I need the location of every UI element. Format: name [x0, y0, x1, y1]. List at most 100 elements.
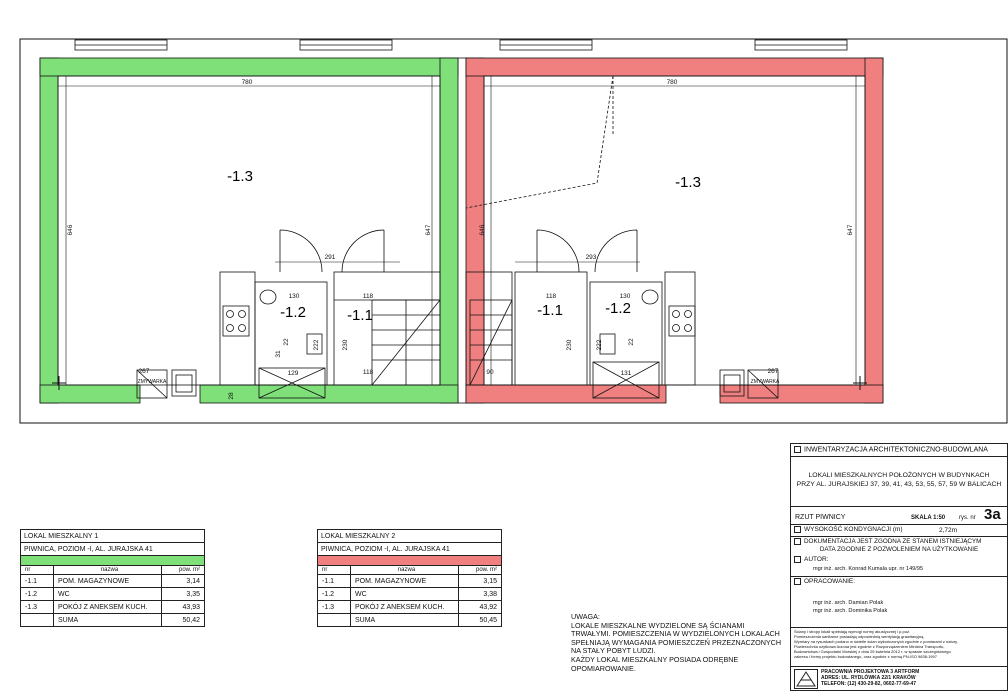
room-label: -1.2 [605, 300, 631, 317]
scale: SKALA 1:50 [911, 515, 946, 521]
sum-row: SUMA 50,42 [21, 613, 204, 626]
dimension-label: 222 [596, 339, 603, 350]
appliance-label: ZMYWARKA [751, 379, 780, 385]
col-area: pow. m² [475, 567, 497, 573]
note-line: OPOMIAROWANIE. [571, 663, 636, 673]
table-row: -1.2 WC 3,35 [21, 587, 204, 600]
sheet-name: RZUT PIWNICY [795, 514, 846, 521]
dimension-label: 22 [628, 338, 635, 346]
prep-label: OPRACOWANIE: [794, 578, 855, 585]
drawing-frame [19, 38, 1008, 424]
unit1-color-band [21, 555, 204, 565]
dimension-label: 646 [479, 224, 486, 235]
note-line: SPEŁNIAJĄ WYMAGANIA POMIESZCZEŃ PRZEZNAC… [571, 637, 782, 647]
prep-2: mgr inż. arch. Dominika Polak [813, 608, 888, 614]
dimension-label: 131 [621, 370, 632, 377]
dimension-label: 780 [242, 79, 253, 86]
table-row: -1.2 WC 3,38 [318, 587, 501, 600]
office-info: PRACOWNIA PROJEKTOWA 3 ARTFORM ADRES: UL… [821, 669, 919, 687]
dimension-label: 230 [566, 339, 573, 350]
office-line: ADRES: UL. RYDLÓWKA 22/1 KRAKÓW [821, 675, 916, 681]
sum-row: SUMA 50,45 [318, 613, 501, 626]
right-unit-core [465, 229, 779, 399]
left-unit-core [136, 229, 441, 399]
note-line: LOKALE MIESZKALNE WYDZIELONE SĄ ŚCIANAMI [571, 620, 745, 630]
checkbox-icon [794, 526, 801, 533]
row-name: POKÓJ Z ANEKSEM KUCH. [54, 601, 162, 613]
row-area: 3,15 [483, 577, 497, 585]
note-line: NA STAŁY POBYT LUDZI. [571, 646, 656, 656]
title-block: INWENTARYZACJA ARCHITEKTONICZNO-BUDOWLAN… [790, 443, 1008, 691]
row-nr [318, 614, 351, 626]
doc-line-1: DOKUMENTACJA JEST ZGODNA ZE STANEM ISTNI… [794, 538, 981, 545]
table-row: -1.1 POM. MAGAZYNOWE 3,14 [21, 574, 204, 587]
unit-title: LOKAL MIESZKALNY 2 [321, 532, 396, 540]
room-label: -1.1 [537, 302, 563, 319]
drawing-number: 3a [984, 506, 1001, 523]
unit1-table: LOKAL MIESZKALNY 1 PIWNICA, POZIOM -I, A… [20, 529, 205, 627]
col-nr: nr [21, 566, 54, 574]
row-name: WC [351, 588, 459, 600]
office-line: PRACOWNIA PROJEKTOWA 3 ARTFORM [821, 669, 920, 675]
dimension-label: 118 [363, 293, 374, 300]
sum-value: 50,42 [182, 616, 200, 624]
small-note-line: Pomieszczenia sanitarne posiadają odpowi… [794, 634, 925, 639]
dimension-label: 130 [289, 293, 300, 300]
dimension-label: 118 [546, 293, 557, 300]
row-nr: -1.3 [318, 601, 351, 613]
doc-line-2: DATA ZGODNIE Z POZWOLENIEM NA UŻYTKOWANI… [819, 546, 979, 553]
dimension-label: 291 [325, 254, 336, 261]
author-label: AUTOR: [794, 556, 828, 563]
col-nr: nr [318, 566, 351, 574]
dimension-label: 118 [363, 369, 374, 376]
table-row: -1.1 POM. MAGAZYNOWE 3,15 [318, 574, 501, 587]
appliance-label: ZMYWARKA [138, 379, 167, 385]
dimension-label: 647 [425, 224, 432, 235]
dimension-label: 646 [67, 224, 74, 235]
dimension-label: 222 [313, 339, 320, 350]
vent-cross-icon [52, 376, 867, 390]
prep-1: mgr inż. arch. Damian Polak [813, 600, 884, 606]
row-nr: -1.3 [21, 601, 54, 613]
room-outlines [57, 57, 866, 404]
row-nr: -1.1 [21, 575, 54, 587]
title-header: INWENTARYZACJA ARCHITEKTONICZNO-BUDOWLAN… [794, 446, 988, 453]
row-area: 43,93 [182, 603, 200, 611]
row-area: 43,92 [479, 603, 497, 611]
office-line: TELEFON: (12) 430-29-82, 0602-77-69-47 [821, 681, 917, 687]
sum-label: SUMA [351, 614, 459, 626]
dimension-label: 267 [139, 368, 150, 375]
dimension-lines [58, 76, 865, 385]
sum-label: SUMA [54, 614, 162, 626]
drawing-no-label: rys. nr [959, 515, 976, 521]
small-note-line: Powierzchnia użytkowa liczona jest zgodn… [794, 644, 945, 649]
office-logo-icon [794, 669, 818, 689]
row-name: POM. MAGAZYNOWE [54, 575, 162, 587]
height-value: 2,72m [939, 527, 958, 534]
dimension-label: 129 [288, 370, 299, 377]
room-label: -1.2 [280, 304, 306, 321]
row-area: 3,35 [186, 590, 200, 598]
row-area: 3,14 [186, 577, 200, 585]
small-note-line: Wymiary na rysunkach podano w świetle śc… [794, 639, 958, 644]
top-windows [74, 39, 848, 51]
table-row: -1.3 POKÓJ Z ANEKSEM KUCH. 43,92 [318, 600, 501, 613]
table-row: -1.3 POKÓJ Z ANEKSEM KUCH. 43,93 [21, 600, 204, 613]
dimension-label: 22 [283, 338, 290, 346]
row-name: POM. MAGAZYNOWE [351, 575, 459, 587]
unit-title: LOKAL MIESZKALNY 1 [24, 532, 99, 540]
small-notes: Ściany i stropy lokali spełniają wymogi … [794, 629, 958, 659]
unit1-highlight [39, 57, 459, 404]
row-name: WC [54, 588, 162, 600]
unit2-highlight [465, 57, 884, 404]
right-dashed-lines [465, 75, 614, 209]
small-note-line: Budownictwa i Gospodarki Morskiej z dnia… [794, 649, 951, 654]
checkbox-icon [794, 538, 801, 545]
dimension-label: 267 [768, 368, 779, 375]
room-label: -1.3 [675, 174, 701, 191]
room-label: -1.1 [347, 307, 373, 324]
author-value: mgr inż. arch. Konrad Kumala upr. nr 149… [813, 566, 924, 572]
unit2-table: LOKAL MIESZKALNY 2 PIWNICA, POZIOM -I, A… [317, 529, 502, 627]
row-nr [21, 614, 54, 626]
